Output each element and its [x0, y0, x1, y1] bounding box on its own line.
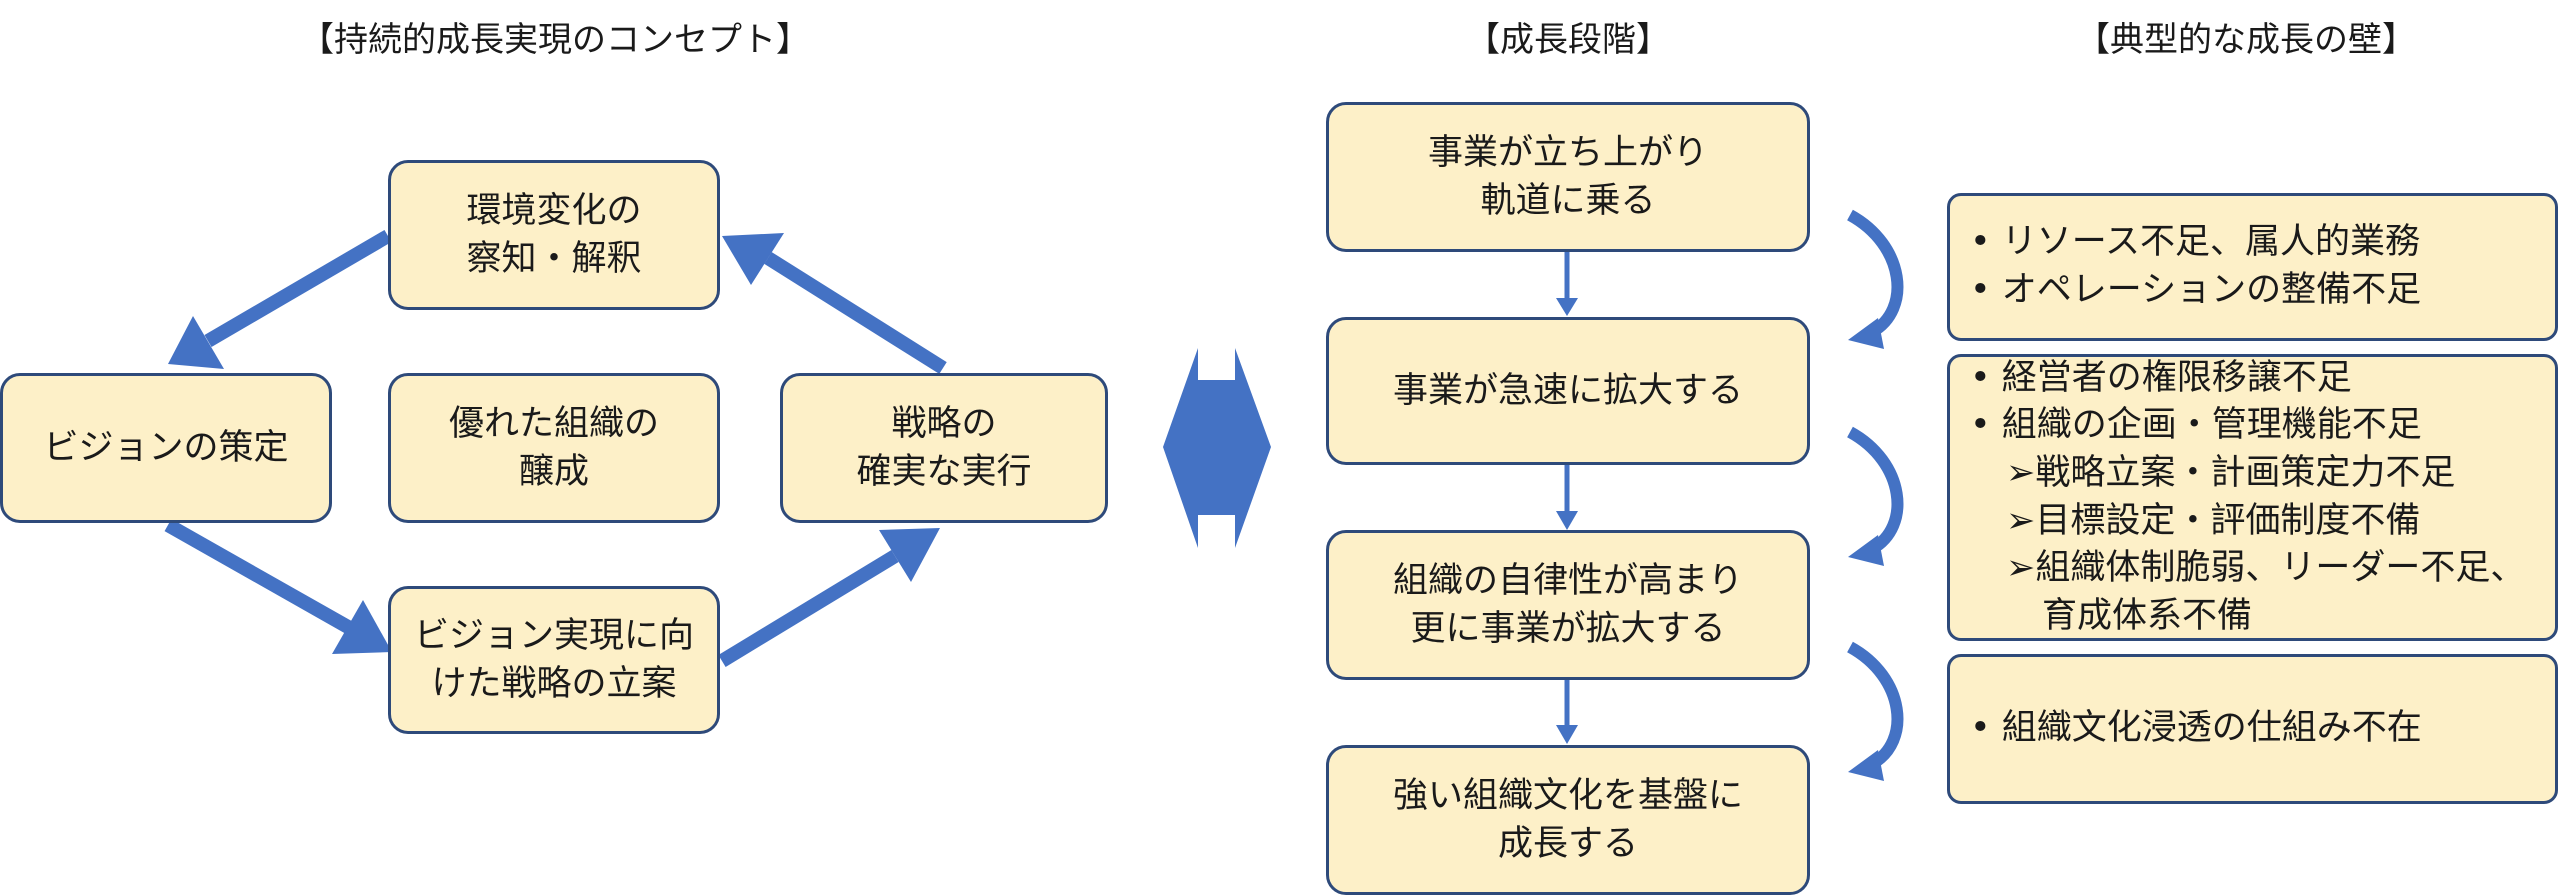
concept-box-center: 優れた組織の 醸成 — [388, 373, 720, 523]
concept-box-right: 戦略の 確実な実行 — [780, 373, 1108, 523]
concept-right-line2: 確実な実行 — [856, 452, 1032, 492]
wall-box-1: • リソース不足、属人的業務 • オペレーションの整備不足 — [1947, 193, 2558, 341]
wall-2-sub-3: ➢組織体制脆弱、リーダー不足、 — [2006, 548, 2526, 589]
stage-4-line2: 成長する — [1497, 824, 1638, 864]
double-arrow-icon — [1163, 348, 1271, 548]
wall-2-sub-3-cont: 育成体系不備 — [2042, 595, 2253, 636]
concept-right-line1: 戦略の — [891, 403, 997, 444]
curved-arrow-2 — [1846, 426, 1904, 566]
wall-1-item-2: • オペレーションの整備不足 — [1970, 270, 2422, 310]
concept-box-top: 環境変化の 察知・解釈 — [388, 160, 720, 310]
curved-arrow-3 — [1846, 641, 1904, 781]
wall-1-item-1: • リソース不足、属人的業務 — [1970, 222, 2421, 263]
stage-box-1: 事業が立ち上がり 軌道に乗る — [1326, 102, 1810, 252]
concept-box-left: ビジョンの策定 — [0, 373, 332, 523]
concept-center-line2: 醸成 — [518, 452, 589, 492]
concept-heading: 【持続的成長実現のコンセプト】 — [300, 20, 810, 60]
stage-arrow-2 — [1556, 464, 1578, 530]
stage-1-line2: 軌道に乗る — [1480, 181, 1656, 221]
wall-2-sub-1: ➢戦略立案・計画策定力不足 — [2006, 452, 2456, 493]
arrow-bottom-to-right — [718, 528, 940, 667]
arrow-right-to-top — [722, 233, 947, 374]
curved-arrow-1 — [1846, 209, 1904, 349]
stage-2-line1: 事業が急速に拡大する — [1392, 370, 1743, 411]
concept-left-line1: ビジョンの策定 — [43, 427, 289, 468]
stage-box-3: 組織の自律性が高まり 更に事業が拡大する — [1326, 530, 1810, 680]
concept-center-line1: 優れた組織の — [448, 403, 659, 444]
concept-top-line1: 環境変化の — [466, 190, 642, 231]
wall-box-2: • 経営者の権限移譲不足 • 組織の企画・管理機能不足 ➢戦略立案・計画策定力不… — [1947, 354, 2558, 641]
stage-box-2: 事業が急速に拡大する — [1326, 317, 1810, 465]
wall-box-3: • 組織文化浸透の仕組み不在 — [1947, 654, 2558, 804]
arrow-top-to-left — [168, 229, 392, 369]
stage-arrow-3 — [1556, 678, 1578, 744]
stage-3-line2: 更に事業が拡大する — [1410, 609, 1726, 649]
stage-1-line1: 事業が立ち上がり — [1427, 132, 1708, 173]
stage-4-line1: 強い組織文化を基盤に — [1392, 775, 1743, 816]
concept-box-bottom: ビジョン実現に向 けた戦略の立案 — [388, 586, 720, 734]
concept-top-line2: 察知・解釈 — [466, 239, 642, 279]
concept-bottom-line2: けた戦略の立案 — [431, 664, 677, 704]
stage-arrow-1 — [1556, 250, 1578, 316]
stage-3-line1: 組織の自律性が高まり — [1392, 560, 1743, 601]
wall-2-sub-2: ➢目標設定・評価制度不備 — [2006, 500, 2421, 541]
arrow-left-to-bottom — [164, 518, 392, 654]
wall-3-item-1: • 組織文化浸透の仕組み不在 — [1970, 708, 2422, 749]
wall-2-item-1: • 経営者の権限移譲不足 — [1970, 357, 2352, 398]
stages-heading: 【成長段階】 — [1466, 20, 1670, 60]
walls-heading: 【典型的な成長の壁】 — [2076, 20, 2416, 60]
concept-bottom-line1: ビジョン実現に向 — [413, 615, 694, 656]
stage-box-4: 強い組織文化を基盤に 成長する — [1326, 745, 1810, 895]
wall-2-item-2: • 組織の企画・管理機能不足 — [1970, 405, 2422, 446]
